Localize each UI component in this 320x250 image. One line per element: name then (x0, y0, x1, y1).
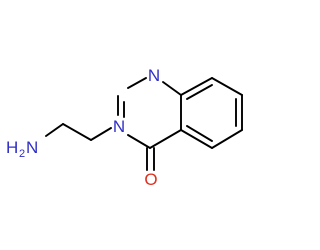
bonds (45, 77, 243, 171)
nitrogen-n1-label: N (148, 66, 160, 85)
atom-labels: N N O H 2 N (6, 66, 160, 189)
amine-label: H 2 N (6, 138, 38, 161)
bond-n3-c4 (127, 134, 151, 149)
bond-c6-c5 (211, 129, 243, 149)
bond-c8a-c8 (180, 77, 213, 96)
bond-c8-c7 (211, 77, 243, 96)
chemical-structure: N N O H 2 N (6, 66, 243, 189)
bond-c5-c4a-inner (186, 125, 213, 142)
bond-c4-c4a (149, 129, 182, 149)
bond-c5-c4a (180, 129, 213, 149)
bond-ch2-nh2 (45, 123, 64, 137)
amine-n-label: N (26, 138, 38, 157)
oxygen-label: O (144, 170, 157, 189)
amine-h-count-label: 2 (19, 148, 25, 160)
bond-n3-ch2 (90, 127, 112, 141)
nitrogen-n3-label: N (113, 117, 125, 136)
bond-ch2-ch2 (62, 123, 92, 141)
bond-c8a-c8-inner (186, 84, 213, 100)
bond-n1-c2 (127, 77, 147, 89)
bond-c8a-n1 (162, 81, 182, 96)
amine-h-label: H (6, 138, 18, 157)
